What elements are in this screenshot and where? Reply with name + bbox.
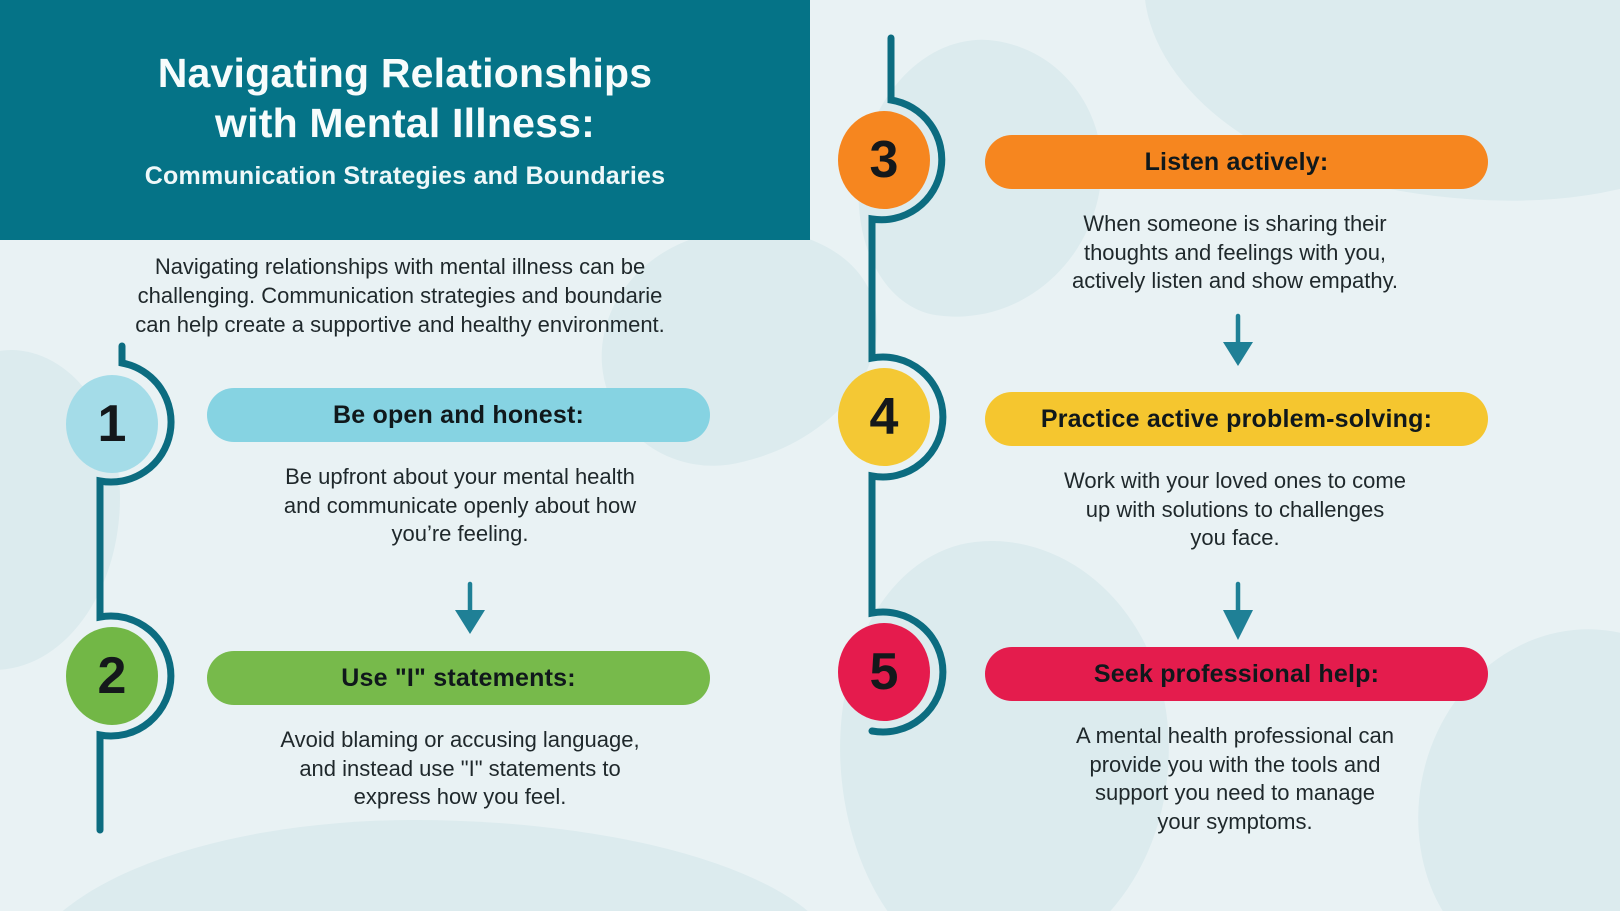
step-description-4: Work with your loved ones to come up wit… xyxy=(1064,468,1406,551)
step-circle-2: 2 xyxy=(66,627,158,725)
step-pill-4: Practice active problem-solving: xyxy=(985,392,1488,446)
step-circle-5: 5 xyxy=(838,623,930,721)
down-arrow xyxy=(455,581,485,634)
step-label-2: Use "I" statements: xyxy=(341,663,576,692)
page-subtitle: Communication Strategies and Boundaries xyxy=(144,161,666,190)
step-number-4: 4 xyxy=(869,388,899,446)
step-label-4: Practice active problem-solving: xyxy=(1040,404,1433,433)
step-label-1: Be open and honest: xyxy=(332,400,585,429)
step-circle-3: 3 xyxy=(838,111,930,209)
step-pill-5: Seek professional help: xyxy=(985,647,1488,701)
page-title-line1: Navigating Relationships xyxy=(157,50,653,97)
step-label-3: Listen actively: xyxy=(1144,147,1329,176)
step-pill-1: Be open and honest: xyxy=(207,388,710,442)
step-description-1: Be upfront about your mental health and … xyxy=(283,464,637,547)
step-number-3: 3 xyxy=(869,131,899,189)
step-circle-4: 4 xyxy=(838,368,930,466)
connector-right xyxy=(868,34,947,736)
step-number-5: 5 xyxy=(869,643,899,701)
step-number-1: 1 xyxy=(97,395,127,453)
step-pill-2: Use "I" statements: xyxy=(207,651,710,705)
page-title-line2: with Mental Illness: xyxy=(215,99,595,146)
header-panel: Navigating Relationships with Mental Ill… xyxy=(0,0,810,240)
step-number-2: 2 xyxy=(97,647,127,705)
connector-left xyxy=(96,342,175,834)
step-description-5: A mental health professional can provide… xyxy=(1076,723,1394,834)
step-circle-1: 1 xyxy=(66,375,158,473)
intro-text: Navigating relationships with mental ill… xyxy=(135,254,665,338)
step-label-5: Seek professional help: xyxy=(1093,659,1380,688)
down-arrow xyxy=(1223,581,1253,640)
down-arrow xyxy=(1223,313,1253,366)
page-title: Navigating Relationships with Mental Ill… xyxy=(158,49,653,147)
step-pill-3: Listen actively: xyxy=(985,135,1488,189)
step-description-3: When someone is sharing their thoughts a… xyxy=(1071,211,1399,294)
step-description-2: Avoid blaming or accusing language, and … xyxy=(280,727,640,810)
